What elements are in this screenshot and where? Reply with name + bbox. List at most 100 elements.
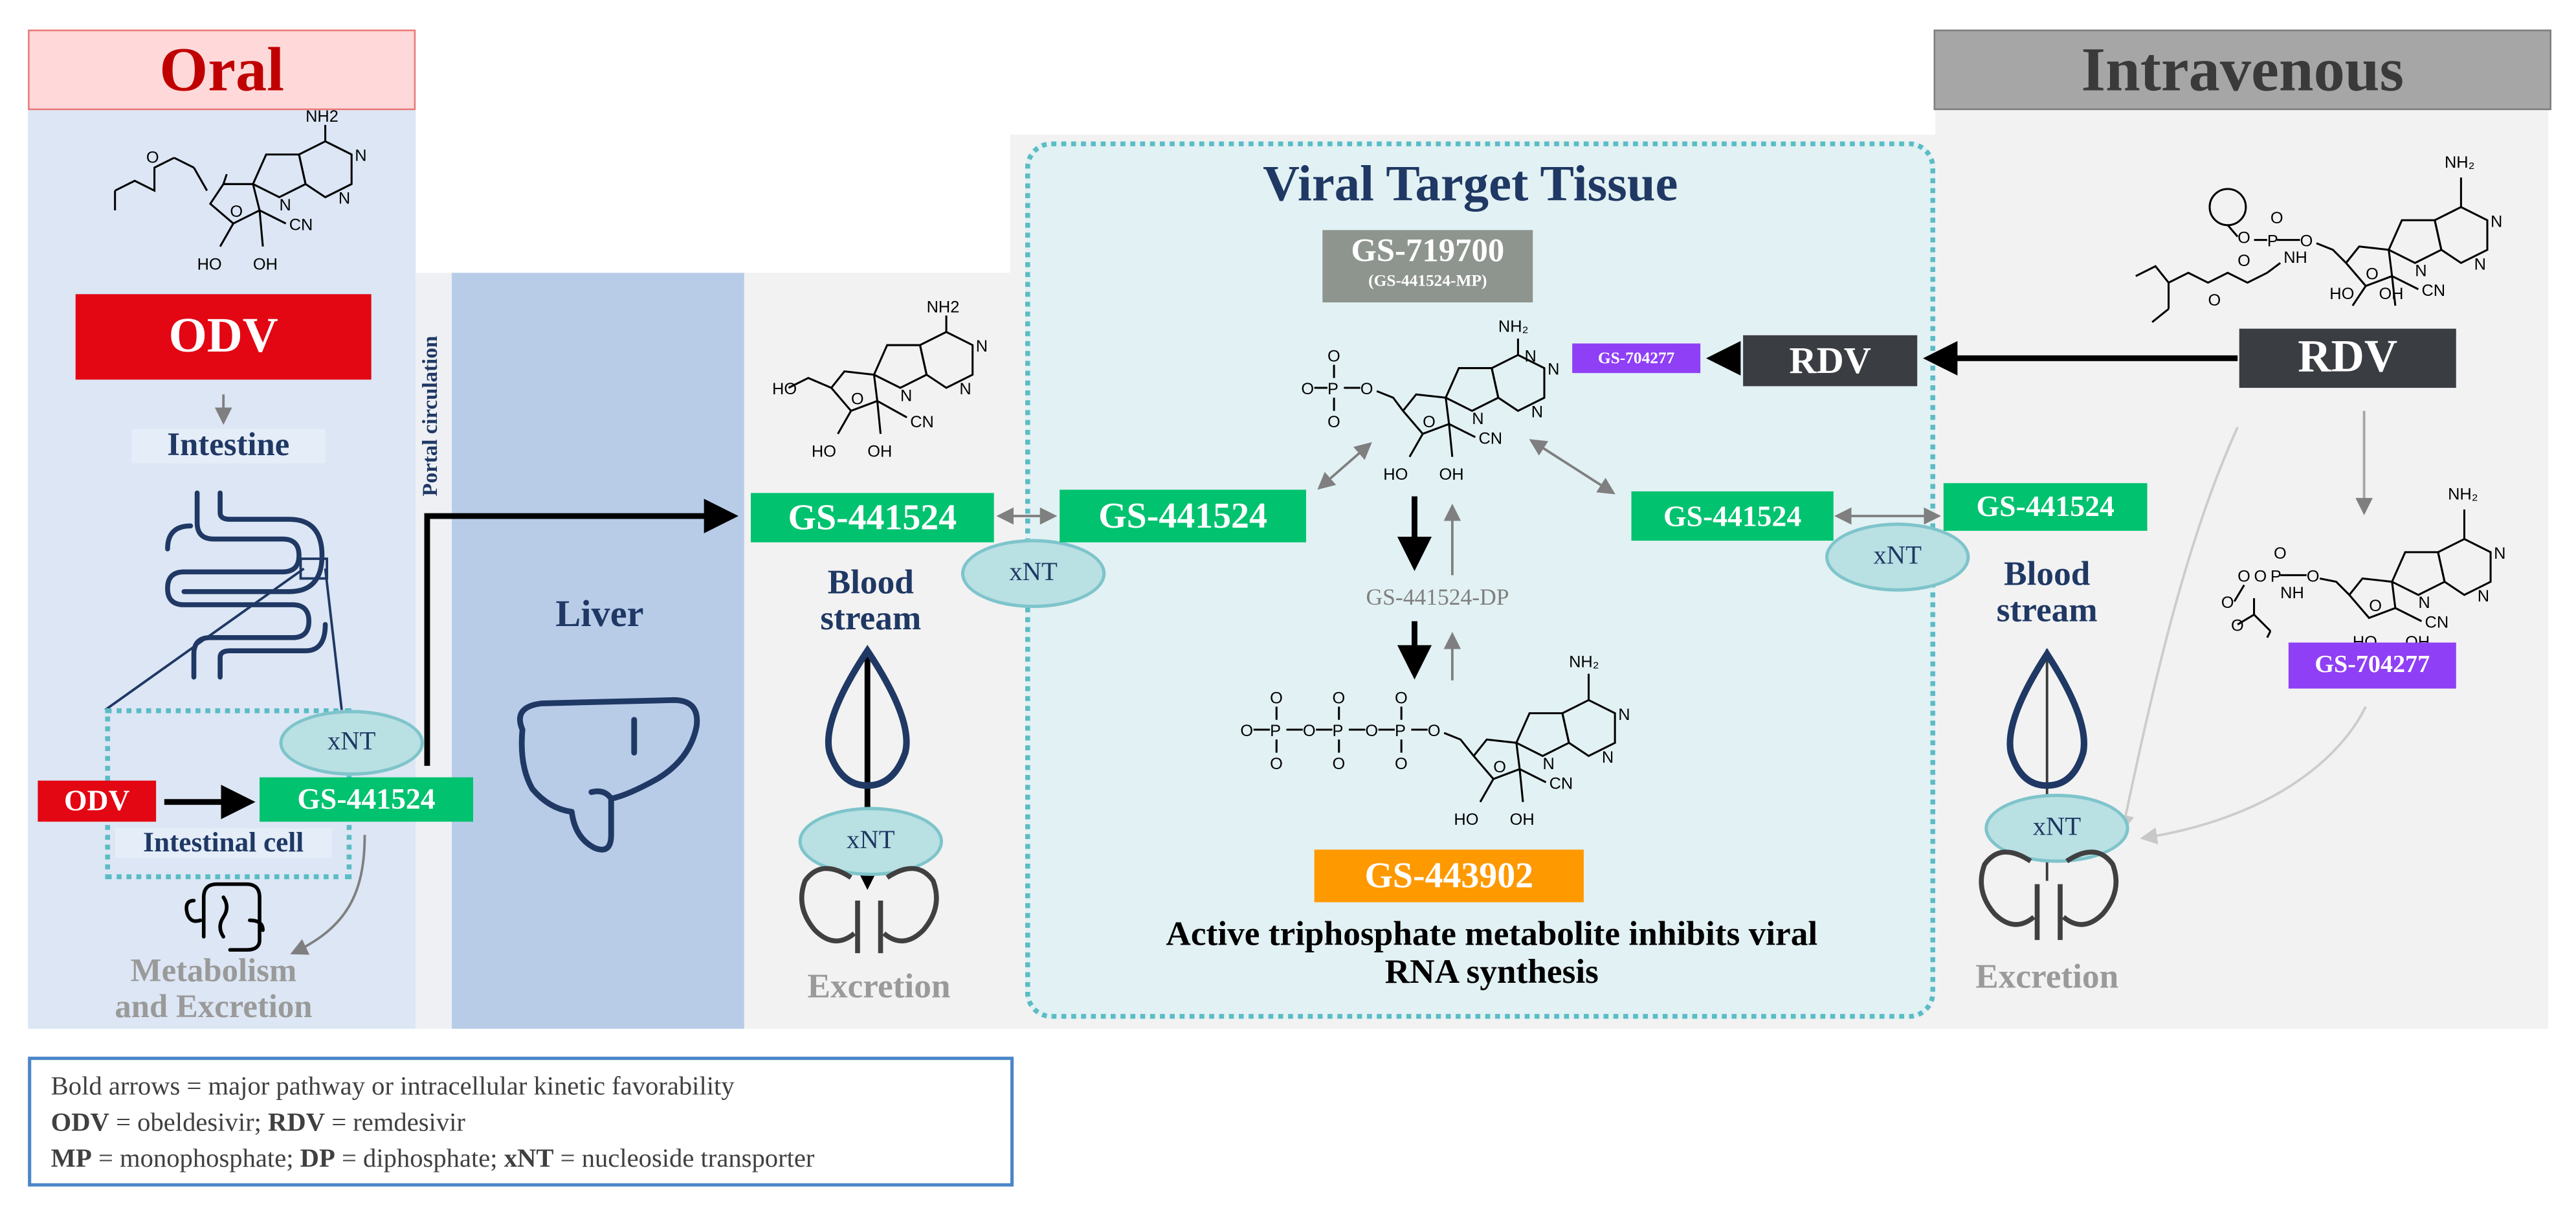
svg-text:CN: CN bbox=[1478, 429, 1502, 447]
gs441524-cell: GS-441524 bbox=[260, 777, 474, 822]
xnt-blood-top: xNT bbox=[960, 539, 1106, 609]
svg-text:O: O bbox=[1360, 380, 1373, 398]
gs719700-label: GS-719700 bbox=[1351, 233, 1505, 270]
gs-oh: OH bbox=[867, 443, 892, 461]
zoom-line-right bbox=[324, 568, 343, 710]
viral-tissue-title: Viral Target Tissue bbox=[1263, 154, 1678, 212]
svg-text:O: O bbox=[2271, 209, 2283, 227]
svg-text:O: O bbox=[2274, 544, 2287, 563]
odv-small-box: ODV bbox=[38, 780, 157, 822]
svg-text:O: O bbox=[1365, 722, 1378, 740]
svg-text:N: N bbox=[1472, 410, 1483, 428]
svg-text:O: O bbox=[146, 148, 159, 166]
svg-text:O: O bbox=[1327, 413, 1340, 431]
svg-text:N: N bbox=[900, 387, 912, 405]
svg-text:NH₂: NH₂ bbox=[1498, 318, 1529, 336]
rdv-inner-label: RDV bbox=[1789, 339, 1871, 381]
svg-text:O: O bbox=[1270, 689, 1283, 707]
svg-text:NH₂: NH₂ bbox=[1569, 653, 1599, 671]
svg-text:OH: OH bbox=[1510, 811, 1535, 829]
svg-text:N: N bbox=[2491, 212, 2502, 230]
svg-text:CN: CN bbox=[1549, 774, 1573, 792]
legend-line-3: MP = monophosphate; DP = diphosphate; xN… bbox=[50, 1145, 815, 1174]
svg-text:O: O bbox=[1301, 380, 1314, 398]
rdv-main-box: RDV bbox=[2239, 328, 2456, 388]
svg-text:OH: OH bbox=[2379, 285, 2403, 303]
gs443902-box: GS-443902 bbox=[1314, 849, 1584, 903]
intestinal-cell-label: Intestinal cell bbox=[115, 827, 332, 858]
svg-text:HO: HO bbox=[1383, 466, 1408, 484]
svg-text:P: P bbox=[1333, 722, 1344, 740]
mp-n: N bbox=[1525, 347, 1537, 365]
gs704277-iv-label: GS-704277 bbox=[2315, 651, 2430, 679]
arrow-metabolism bbox=[290, 835, 366, 955]
svg-text:P: P bbox=[2267, 232, 2278, 251]
blood-stream-right: Blood stream bbox=[1996, 554, 2098, 630]
svg-text:O: O bbox=[1270, 755, 1283, 773]
odv-oh: OH bbox=[253, 255, 278, 273]
excretion-left: Excretion bbox=[807, 966, 951, 1006]
gs441524-iv: GS-441524 bbox=[1943, 483, 2148, 531]
odv-small-label: ODV bbox=[63, 783, 130, 817]
odv-cn: CN bbox=[289, 216, 313, 234]
gs441524-dp-label: GS-441524-DP bbox=[1366, 587, 1509, 612]
svg-text:N: N bbox=[959, 380, 971, 398]
svg-text:CN: CN bbox=[2425, 614, 2449, 632]
svg-text:P: P bbox=[2271, 568, 2282, 586]
blood-panel-bg bbox=[744, 273, 1027, 1029]
svg-text:HO: HO bbox=[1454, 811, 1478, 829]
xnt-kidney-left: xNT bbox=[798, 807, 943, 876]
svg-text:O: O bbox=[1327, 347, 1340, 365]
excretion-right: Excretion bbox=[1975, 956, 2119, 996]
intestine-label: Intestine bbox=[131, 428, 326, 464]
svg-text:O: O bbox=[2366, 265, 2379, 284]
blood-stream-left: Blood stream bbox=[820, 562, 922, 638]
svg-text:N: N bbox=[976, 337, 988, 355]
arrow-mp-gs-left bbox=[1317, 442, 1372, 490]
svg-text:O: O bbox=[1333, 689, 1346, 707]
svg-text:O: O bbox=[1423, 413, 1436, 431]
odv-ho: HO bbox=[197, 255, 222, 273]
odv-box: ODV bbox=[75, 294, 372, 380]
svg-text:O: O bbox=[2237, 568, 2250, 586]
svg-text:O: O bbox=[1395, 689, 1408, 707]
legend-box: Bold arrows = major pathway or intracell… bbox=[28, 1057, 1014, 1187]
legend-line-1: Bold arrows = major pathway or intracell… bbox=[50, 1073, 735, 1101]
svg-text:O: O bbox=[2208, 291, 2221, 309]
arrow-portal bbox=[424, 499, 738, 766]
arrow-704277-excretion bbox=[2140, 706, 2367, 845]
gs-ho-top: HO bbox=[772, 380, 797, 398]
svg-text:N: N bbox=[1531, 403, 1543, 421]
svg-text:NH₂: NH₂ bbox=[2445, 153, 2475, 172]
gs441524-blood: GS-441524 bbox=[751, 493, 994, 543]
svg-text:N: N bbox=[339, 190, 350, 208]
svg-text:O: O bbox=[1428, 722, 1441, 740]
xnt-oral: xNT bbox=[279, 710, 424, 776]
svg-text:O: O bbox=[2237, 229, 2250, 247]
svg-text:NH₂: NH₂ bbox=[2448, 486, 2478, 504]
gs704277-small-label: GS-704277 bbox=[1597, 349, 1675, 368]
svg-text:O: O bbox=[2254, 568, 2267, 586]
oral-header: Oral bbox=[28, 29, 416, 111]
liver-panel-bg bbox=[452, 273, 744, 1029]
svg-text:N: N bbox=[280, 196, 291, 214]
iv-panel-bg bbox=[1935, 108, 2548, 1029]
svg-text:O: O bbox=[1493, 758, 1506, 776]
svg-text:N: N bbox=[1548, 361, 1559, 379]
svg-text:O: O bbox=[1240, 722, 1253, 740]
rdv-main-label: RDV bbox=[2298, 331, 2398, 383]
svg-text:N: N bbox=[2478, 587, 2489, 605]
odv-nh2: NH2 bbox=[305, 107, 339, 126]
metabolism-excretion: Metabolism and Excretion bbox=[115, 953, 313, 1026]
odv-box-label: ODV bbox=[168, 309, 278, 363]
